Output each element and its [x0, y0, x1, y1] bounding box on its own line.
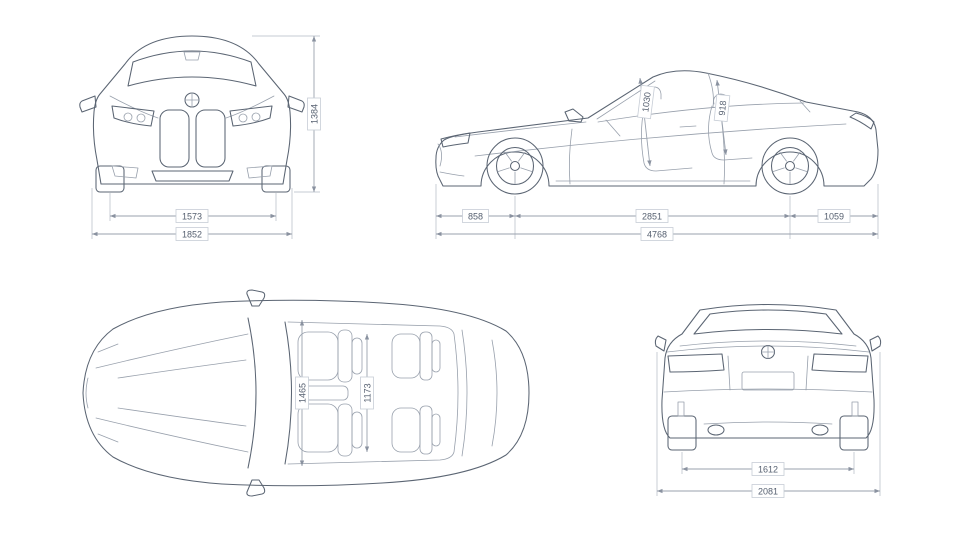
- rear-view: 1612 2081: [654, 303, 882, 498]
- front-right-mirror: [287, 95, 305, 113]
- dimension-front-overall-width: 1852: [91, 188, 293, 241]
- right-headlight: [229, 105, 273, 127]
- dimension-overall-length: 4768: [436, 227, 878, 241]
- dimension-wheelbase: 2851: [515, 209, 790, 223]
- side-tail-light: [849, 112, 875, 130]
- kidney-grille: [159, 109, 226, 168]
- dim-label-front-overall-width: 1852: [182, 230, 202, 240]
- bmw-roundel-icon: [184, 92, 200, 108]
- side-kidney-grille: [437, 143, 442, 167]
- side-view-drawing: [435, 70, 879, 195]
- right-exhaust-tip: [811, 424, 829, 436]
- lower-air-intakes: [111, 165, 273, 182]
- dimension-headroom-rear: 918: [713, 79, 731, 156]
- front-view-drawing: [79, 35, 305, 193]
- top-cabin-outline: [287, 321, 498, 465]
- rear-right-mirror: [869, 335, 882, 352]
- rear-bumper-lines: [663, 388, 873, 425]
- side-view: 1030 918 858 2851: [435, 70, 879, 241]
- top-view: 1465 1173: [82, 289, 530, 497]
- side-mirror: [564, 108, 584, 123]
- dimension-front-overhang: 858: [436, 209, 515, 223]
- dim-label-rear-overhang: 1059: [824, 212, 844, 222]
- dim-label-interior-width-rear: 1173: [363, 383, 373, 402]
- front-wheel: [486, 137, 544, 195]
- dimension-front-track-width: 1573: [109, 193, 277, 223]
- top-rear-seats: [391, 331, 441, 455]
- rear-right-taillight: [811, 353, 869, 373]
- dimension-rear-overhang: 1059: [790, 209, 878, 223]
- dim-label-front-track-width: 1573: [182, 212, 202, 222]
- front-left-mirror: [79, 95, 97, 113]
- front-body-outline: [92, 35, 292, 185]
- license-plate: [741, 371, 795, 391]
- dim-label-headroom-rear: 918: [717, 100, 729, 116]
- dimension-width-incl-mirrors: 2081: [656, 352, 881, 498]
- windshield: [127, 50, 257, 87]
- side-body-outline: [435, 70, 879, 187]
- dim-label-interior-width-front: 1465: [298, 383, 308, 403]
- dimension-interior-width-front: 1465: [295, 320, 309, 466]
- rear-window: [693, 309, 843, 335]
- dimension-headroom-front: 1030: [637, 77, 655, 167]
- top-windshield: [247, 317, 293, 469]
- front-right-tire: [261, 165, 291, 193]
- rear-right-tire: [839, 415, 869, 451]
- rear-wheel: [761, 137, 819, 195]
- side-headlight: [440, 132, 471, 148]
- top-right-mirror: [246, 479, 266, 497]
- rear-left-mirror: [654, 335, 667, 352]
- dim-label-headroom-front: 1030: [640, 92, 652, 113]
- rear-left-taillight: [667, 353, 725, 373]
- front-left-tire: [95, 165, 125, 193]
- top-view-drawing: [82, 289, 530, 497]
- dimension-interior-width-rear: 1173: [360, 334, 374, 452]
- left-headlight: [111, 105, 155, 127]
- front-view: 1573 1852 1384: [79, 35, 321, 241]
- top-front-seats: [297, 329, 363, 457]
- front-bumper-line: [439, 171, 465, 177]
- dim-label-vehicle-height: 1384: [310, 104, 320, 124]
- dim-label-width-incl-mirrors: 2081: [758, 487, 778, 497]
- bmw-roundel-rear-icon: [760, 344, 776, 360]
- rear-view-drawing: [654, 303, 882, 451]
- dim-label-wheelbase: 2851: [642, 212, 662, 222]
- interior-seats: [605, 86, 753, 172]
- dim-label-rear-track-width: 1612: [758, 465, 778, 475]
- dim-label-front-overhang: 858: [468, 212, 483, 222]
- dimension-rear-track-width: 1612: [681, 452, 855, 476]
- top-hood-lines: [85, 333, 249, 453]
- rear-body-outline: [661, 303, 875, 439]
- top-left-mirror: [246, 289, 266, 307]
- rearview-mirror: [183, 51, 201, 61]
- dimension-vehicle-height: 1384: [252, 35, 321, 193]
- dim-label-overall-length: 4768: [647, 230, 667, 240]
- side-glass-and-roof-lines: [596, 72, 811, 120]
- rear-left-tire: [667, 415, 697, 451]
- left-exhaust-tip: [707, 424, 725, 436]
- top-body-outline: [82, 299, 530, 487]
